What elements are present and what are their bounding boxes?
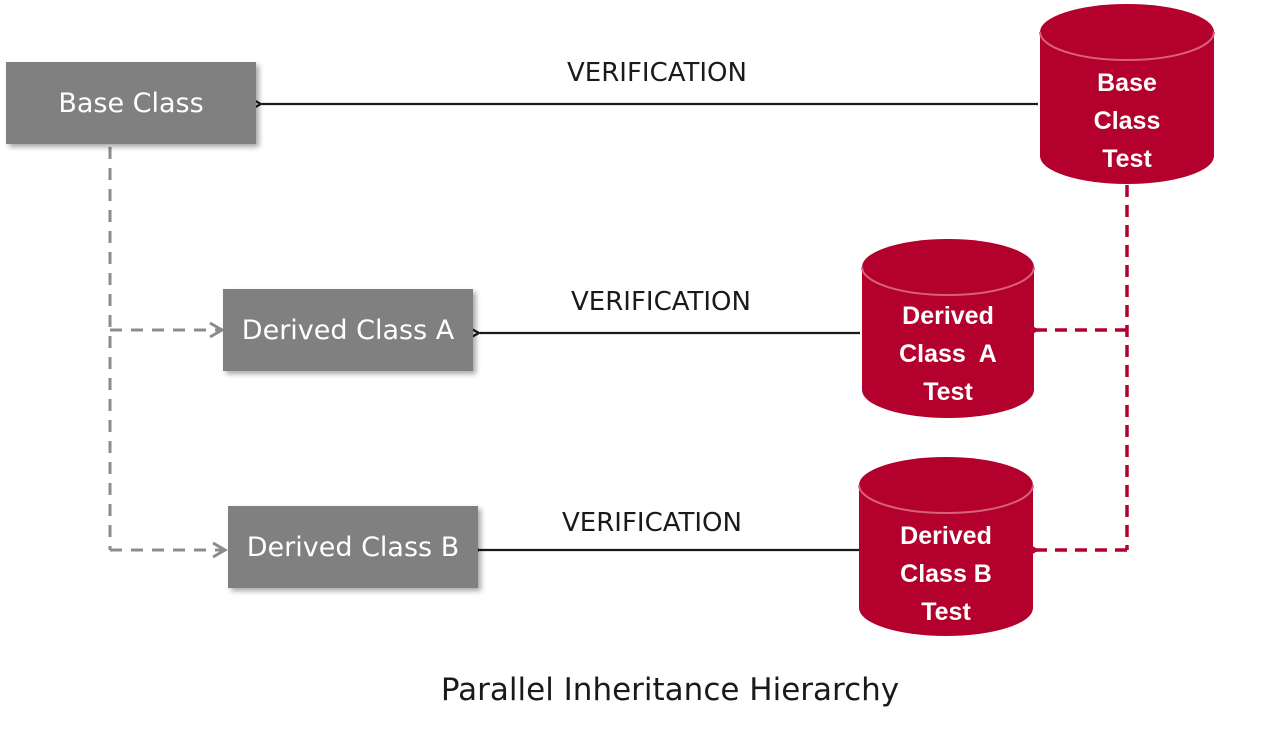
diagram-caption: Parallel Inheritance Hierarchy [440,672,900,708]
derived-class-a-test-cylinder: Derived Class A Test [860,237,1036,420]
derived-b-test-label-line-2: Class B [900,560,992,588]
cylinder-shape [1039,4,1215,184]
verification-label-derived-b: VERIFICATION [562,508,742,538]
derived-class-a-box: Derived Class A [223,289,473,371]
base-test-label-line-2: Class [1093,107,1161,135]
derived-class-b-test-cylinder: Derived Class B Test [857,455,1035,638]
cylinder-shape [861,239,1035,418]
derived-class-b-box: Derived Class B [228,506,478,588]
derived-b-test-label-line-3: Test [921,598,971,626]
derived-a-test-label-line-2: Class A [899,340,997,368]
base-class-box: Base Class [6,62,256,144]
base-test-label-line-1: Base [1097,69,1157,97]
verification-label-derived-a: VERIFICATION [571,287,751,317]
cylinder-shape [858,457,1034,636]
base-class-test-cylinder: Base Class Test [1038,2,1216,186]
base-test-label-line-3: Test [1102,145,1152,173]
derived-a-test-label-line-3: Test [923,378,973,406]
derived-a-test-label-line-1: Derived [902,302,994,330]
derived-class-b-label: Derived Class B [246,531,460,563]
base-class-label: Base Class [58,87,204,119]
verification-label-base: VERIFICATION [567,58,747,88]
derived-b-test-label-line-1: Derived [900,522,992,550]
derived-class-a-label: Derived Class A [241,314,455,346]
